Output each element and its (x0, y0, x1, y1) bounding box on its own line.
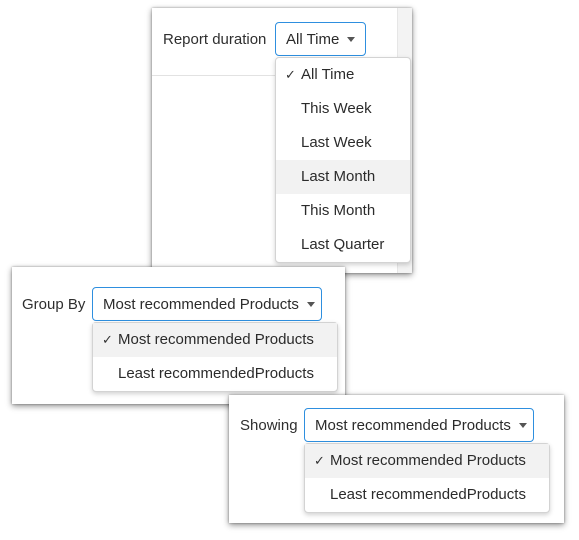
menu-item-label: Last Week (301, 134, 372, 151)
menu-item-label: This Week (301, 100, 372, 117)
menu-item-label: Last Month (301, 168, 376, 185)
menu-item-label: Most recommended Products (330, 452, 526, 469)
menu-item-label: Last Quarter (301, 236, 385, 253)
menu-item-all-time[interactable]: ✓ All Time (276, 58, 410, 92)
menu-item-label: This Month (301, 202, 376, 219)
menu-item-this-week[interactable]: This Week (276, 92, 410, 126)
caret-down-icon (347, 36, 356, 42)
report-duration-select[interactable]: All Time (275, 22, 366, 56)
showing-menu: ✓ Most recommended Products Least recomm… (304, 443, 550, 513)
menu-item-least-recommended[interactable]: Least recommendedProducts (305, 478, 549, 512)
menu-item-label: Least recommendedProducts (330, 486, 526, 503)
group-by-select[interactable]: Most recommended Products (92, 287, 322, 321)
group-by-label: Group By (22, 296, 86, 313)
report-duration-menu: ✓ All Time This Week Last Week Last Mont… (275, 57, 411, 263)
showing-selected-value: Most recommended Products (315, 416, 511, 434)
checkmark-icon: ✓ (102, 332, 113, 347)
divider (152, 75, 397, 76)
menu-item-most-recommended[interactable]: ✓ Most recommended Products (305, 444, 549, 478)
checkmark-icon: ✓ (285, 67, 296, 82)
menu-item-last-month[interactable]: Last Month (276, 160, 410, 194)
group-by-selected-value: Most recommended Products (103, 295, 299, 313)
menu-item-least-recommended[interactable]: Least recommendedProducts (93, 357, 337, 391)
group-by-menu: ✓ Most recommended Products Least recomm… (92, 322, 338, 392)
checkmark-icon: ✓ (314, 453, 325, 468)
menu-item-label: All Time (301, 66, 355, 83)
report-duration-label: Report duration (163, 31, 267, 48)
caret-down-icon (518, 422, 527, 428)
menu-item-this-month[interactable]: This Month (276, 194, 410, 228)
menu-item-label: Least recommendedProducts (118, 365, 314, 382)
report-duration-selected-value: All Time (286, 30, 340, 48)
caret-down-icon (306, 301, 315, 307)
showing-select[interactable]: Most recommended Products (304, 408, 534, 442)
menu-item-label: Most recommended Products (118, 331, 314, 348)
menu-item-last-week[interactable]: Last Week (276, 126, 410, 160)
menu-item-most-recommended[interactable]: ✓ Most recommended Products (93, 323, 337, 357)
showing-label: Showing (240, 417, 298, 434)
menu-item-last-quarter[interactable]: Last Quarter (276, 228, 410, 262)
